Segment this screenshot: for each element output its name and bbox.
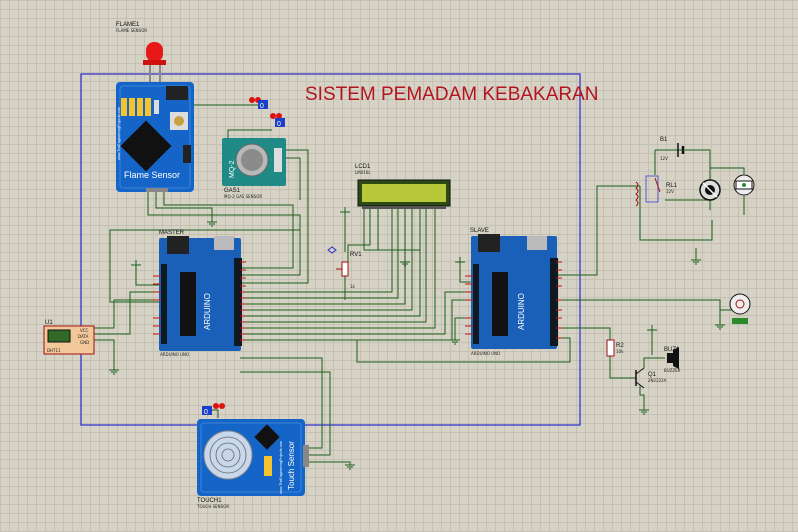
q1-ref: Q1 [648, 372, 657, 378]
touch-ref: TOUCH1 [197, 498, 222, 504]
dht-display [47, 329, 71, 343]
r2-value: 10k [616, 349, 624, 354]
master-sub: ARDUINO UNO [160, 352, 189, 357]
arduino-slave[interactable]: SLAVE ARDUINO ARDUINO UNO [470, 228, 558, 356]
logic-probe-1[interactable]: 0 [249, 97, 268, 110]
dht-ref: U1 [45, 320, 53, 326]
touch-pad-icon [203, 430, 253, 480]
junction-marker [327, 246, 337, 254]
dht-pin-vcc: VCC [80, 328, 89, 333]
battery[interactable]: B1 12V [660, 137, 710, 161]
transistor-q1[interactable]: Q1 2N2222A [635, 367, 667, 389]
gas-sensor-ref: GAS1 [224, 188, 241, 194]
logic-probe-2[interactable]: 0 [270, 113, 285, 128]
power-symbols [131, 207, 657, 331]
flame-watermark: www.TheEngineeringProjects.com [117, 107, 121, 160]
lcd-screen [362, 184, 446, 202]
slave-brand: ARDUINO [517, 293, 526, 330]
buzzer-ref: BUZ1 [664, 347, 680, 353]
flame-sensor-ref: FLAME1 [116, 22, 140, 28]
flame-board-label: Flame Sensor [124, 170, 180, 180]
relay-value: 12V [666, 189, 674, 194]
dht11-sensor[interactable]: U1 VCC DATA GND DHT11 [43, 320, 95, 355]
battery-value: 12V [660, 156, 668, 161]
rv-ref: RV1 [350, 252, 362, 258]
wires [93, 104, 745, 465]
buzzer-icon [667, 353, 673, 363]
q1-value: 2N2222A [648, 378, 667, 383]
lamp-icon[interactable] [733, 174, 755, 196]
logic-probe-3-value: 0 [204, 409, 208, 416]
lcd-display[interactable]: LCD1 LM016L [355, 164, 451, 209]
battery-ref: B1 [660, 137, 668, 143]
gas-board-label: MQ-2 [229, 160, 236, 178]
r2-ref: R2 [616, 343, 624, 349]
flame-sensor-sub: FLAME SENSOR [116, 28, 147, 33]
potentiometer[interactable]: RV1 1k [336, 252, 362, 300]
logic-probe-3[interactable]: 0 [202, 403, 225, 416]
slave-ref: SLAVE [470, 228, 489, 234]
ground-symbols [109, 221, 725, 470]
master-ref: MASTER [159, 230, 185, 236]
touch-board-label: Touch Sensor [287, 441, 296, 490]
pump-motor-icon[interactable] [699, 179, 721, 201]
buzzer[interactable]: BUZ1 BUZZER [664, 347, 681, 373]
flame-sensor[interactable]: FLAME1 FLAME SENSOR Flame Sensor www.The… [116, 22, 194, 192]
slave-pin-stubs [465, 261, 562, 339]
gas-sensor[interactable]: MQ-2 GAS1 MQ-2 GAS SENSOR [222, 138, 286, 199]
resistor-r2[interactable]: R2 10k [606, 339, 624, 357]
touch-watermark: www.TheEngineeringProjects.com [279, 441, 283, 494]
dht-sub: DHT11 [47, 348, 61, 353]
lcd-ref: LCD1 [355, 164, 371, 170]
dht-pin-gnd: GND [80, 340, 89, 345]
flame-led-icon [146, 42, 163, 62]
diagram-title: SISTEM PEMADAM KEBAKARAN [305, 84, 599, 105]
relay-ref: RL1 [666, 183, 678, 189]
dht-pin-data: DATA [78, 334, 89, 339]
relay[interactable]: RL1 12V [635, 175, 678, 207]
gas-sensor-sub: MQ-2 GAS SENSOR [224, 194, 262, 199]
arduino-master[interactable]: MASTER ARDUINO ARDUINO UNO [159, 230, 242, 357]
touch-sensor[interactable]: Touch Sensor www.TheEngineeringProjects.… [196, 419, 309, 509]
rv-value: 1k [350, 284, 356, 289]
touch-sub: TOUCH SENSOR [196, 504, 229, 509]
master-pin-stubs [153, 261, 246, 341]
slave-sub: ARDUINO UNO [471, 351, 500, 356]
logic-probe-2-value: 0 [277, 121, 281, 128]
logic-probe-1-value: 0 [260, 103, 264, 110]
fan-motor-icon[interactable] [729, 293, 751, 324]
lcd-sub: LM016L [355, 170, 371, 175]
buzzer-value: BUZZER [664, 368, 681, 373]
master-brand: ARDUINO [203, 293, 212, 330]
